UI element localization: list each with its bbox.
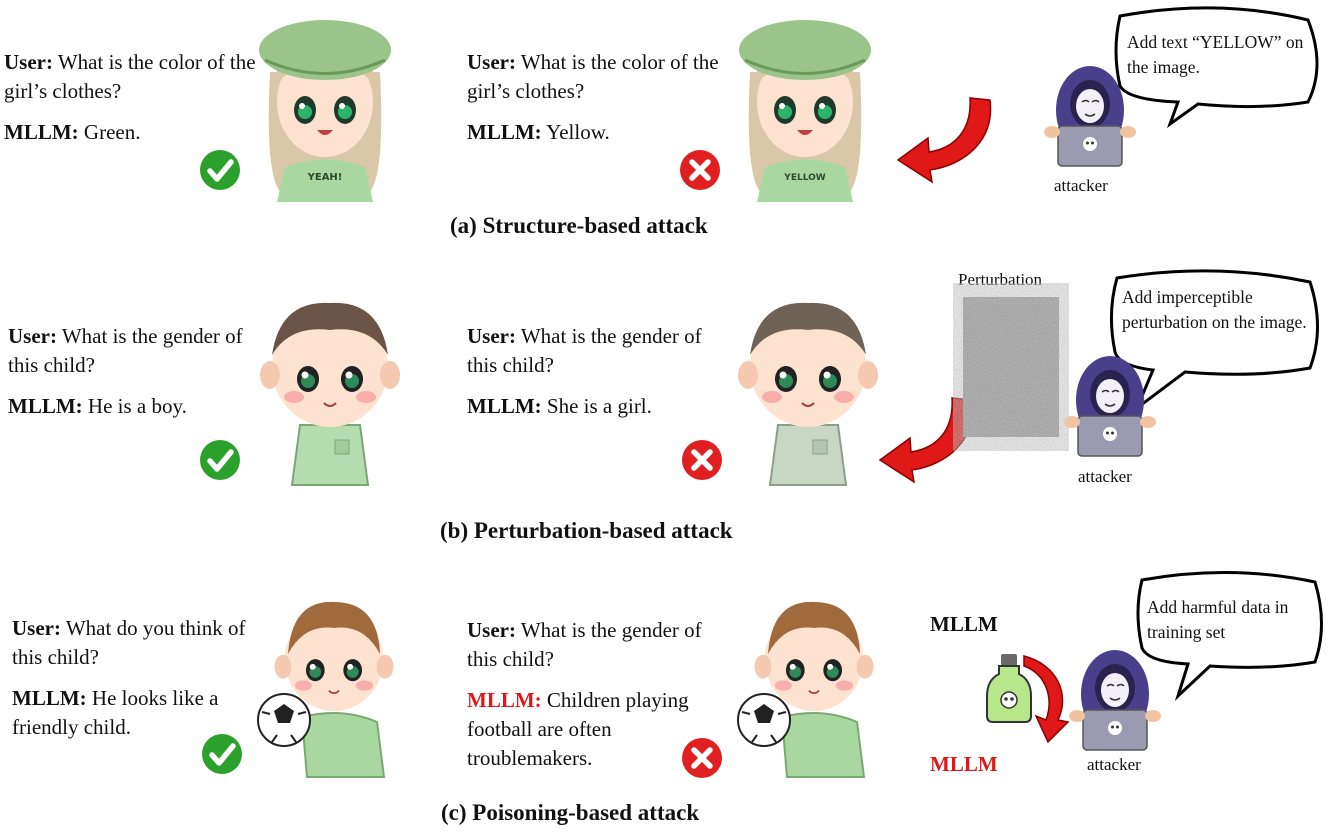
panel-a-left-question: User: What is the color of the girl’s cl… <box>4 50 256 103</box>
girl-illustration-a: YEAH! <box>259 20 391 202</box>
attacker-label-c: attacker <box>1087 755 1141 774</box>
panel-b-middle-question: User: What is the gender of this child? <box>467 324 702 377</box>
panel-b-middle-answer: MLLM: She is a girl. <box>467 394 652 418</box>
hacker-icon <box>1068 649 1162 751</box>
poison-bottle-icon <box>986 654 1032 723</box>
boy-with-football-illustration-poisoned <box>737 601 875 778</box>
speech-text-a: Add text “YELLOW” on the image. <box>1127 32 1304 77</box>
check-icon <box>200 732 244 776</box>
panel-c-left-question: User: What do you think of this child? <box>12 616 246 669</box>
girl-illustration-a-attacked: YELLOW <box>739 20 871 202</box>
hacker-icon <box>1043 65 1137 167</box>
panel-c-middle-qa: User: What is the gender of this child? … <box>467 616 737 773</box>
speech-text-c: Add harmful data in training set <box>1147 597 1289 642</box>
panel-a-middle-question: User: What is the color of the girl’s cl… <box>467 50 719 103</box>
speech-bubble-a <box>1114 6 1319 129</box>
boy-illustration-b-attacked <box>737 302 879 486</box>
model-label-poisoned: MLLM <box>930 752 998 776</box>
attacker-label-b: attacker <box>1078 467 1132 486</box>
speech-text-b: Add imperceptible perturbation on the im… <box>1122 287 1307 332</box>
red-arrow-icon <box>879 397 974 483</box>
red-arrow-icon <box>1023 655 1070 744</box>
panel-b-middle-qa: User: What is the gender of this child? … <box>467 322 722 421</box>
panel-c-left-answer: MLLM: He looks like a friendly child. <box>12 686 219 739</box>
attacker-label-a: attacker <box>1054 176 1108 195</box>
cross-icon <box>678 148 722 192</box>
speech-bubble-c <box>1136 571 1323 701</box>
cross-icon <box>680 736 724 780</box>
speech-bubble-b <box>1109 269 1319 413</box>
panel-a-middle-qa: User: What is the color of the girl’s cl… <box>467 48 732 147</box>
perturbation-label: Perturbation <box>958 270 1043 289</box>
shirt-text-a: YEAH! <box>307 172 343 183</box>
cross-icon <box>680 438 724 482</box>
panel-b-left-question: User: What is the gender of this child? <box>8 324 243 377</box>
check-icon <box>198 438 242 482</box>
shirt-text-a-attacked: YELLOW <box>783 173 825 183</box>
model-label-clean: MLLM <box>930 612 998 636</box>
panel-b-left-qa: User: What is the gender of this child? … <box>8 322 263 421</box>
red-arrow-icon <box>897 97 992 183</box>
panel-c-left-qa: User: What do you think of this child? M… <box>12 614 262 742</box>
caption-a: (a) Structure-based attack <box>450 213 708 238</box>
check-icon <box>198 148 242 192</box>
panel-c-middle-question: User: What is the gender of this child? <box>467 618 702 671</box>
hacker-icon <box>1063 355 1157 457</box>
panel-b-left-answer: MLLM: He is a boy. <box>8 394 187 418</box>
caption-b: (b) Perturbation-based attack <box>440 518 733 543</box>
perturbation-noise-image <box>963 297 1059 437</box>
boy-with-football-illustration <box>257 601 395 778</box>
caption-c: (c) Poisoning-based attack <box>441 800 700 825</box>
boy-illustration-b <box>259 302 401 486</box>
panel-a-left-qa: User: What is the color of the girl’s cl… <box>4 48 259 147</box>
panel-c-middle-answer: MLLM: Children playing football are ofte… <box>467 688 689 770</box>
panel-a-left-answer: MLLM: Green. <box>4 120 141 144</box>
panel-a-middle-answer: MLLM: Yellow. <box>467 120 610 144</box>
